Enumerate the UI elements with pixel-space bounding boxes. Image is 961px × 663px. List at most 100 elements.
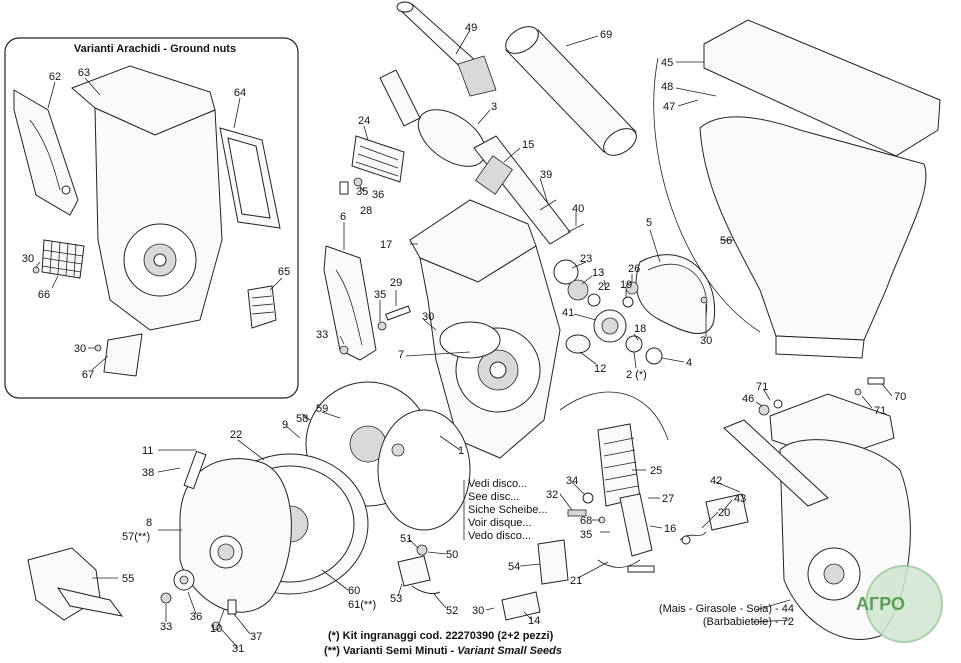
label-71-b: 71 bbox=[874, 405, 886, 417]
label-69: 69 bbox=[600, 29, 612, 41]
label-18: 18 bbox=[634, 323, 646, 335]
label-19: 19 bbox=[620, 279, 632, 291]
label-11: 11 bbox=[142, 445, 153, 457]
label-58: 58 bbox=[296, 413, 308, 425]
label-49: 49 bbox=[465, 22, 477, 34]
label-15: 15 bbox=[522, 139, 534, 151]
label-5: 5 bbox=[646, 217, 652, 229]
label-29: 29 bbox=[390, 277, 402, 289]
label-23: 23 bbox=[580, 253, 592, 265]
watermark-text: АГРО bbox=[856, 594, 905, 614]
label-27: 27 bbox=[662, 493, 674, 505]
plate-part-24 bbox=[351, 135, 405, 183]
label-16: 16 bbox=[664, 523, 676, 535]
variant-line-72: (Barbabietole) - 72 bbox=[702, 616, 794, 628]
drive-shaft-part-3 bbox=[379, 69, 571, 245]
label-30-a: 30 bbox=[422, 311, 434, 323]
label-24: 24 bbox=[358, 115, 370, 127]
label-47: 47 bbox=[663, 101, 675, 113]
bracket-part-42-43-20 bbox=[679, 493, 749, 545]
label-35-a: 35 bbox=[356, 186, 368, 198]
label-36-b: 36 bbox=[190, 611, 202, 623]
callout-numbers: 49 69 45 48 47 3 15 24 35 36 28 39 40 17… bbox=[122, 22, 906, 655]
label-71-a: 71 bbox=[756, 381, 768, 393]
label-33-b: 33 bbox=[160, 621, 172, 633]
label-30-b: 30 bbox=[700, 335, 712, 347]
gear-set bbox=[553, 259, 708, 365]
see-disc-line-it: Vedi disco... bbox=[468, 478, 528, 490]
inset-label-66: 66 bbox=[38, 289, 50, 301]
label-35-c: 35 bbox=[580, 529, 592, 541]
bolt-36-35-28 bbox=[339, 177, 363, 195]
label-20: 20 bbox=[718, 507, 730, 519]
label-6: 6 bbox=[340, 211, 346, 223]
tube-part-69 bbox=[505, 26, 637, 156]
label-32: 32 bbox=[546, 489, 558, 501]
inset-grid-66 bbox=[32, 239, 85, 279]
label-57: 57(**) bbox=[122, 531, 150, 543]
small-parts-33-36-10-37-31 bbox=[160, 569, 237, 631]
label-50: 50 bbox=[446, 549, 458, 561]
label-31: 31 bbox=[232, 643, 244, 655]
label-42: 42 bbox=[710, 475, 722, 487]
hopper-lid-part-45 bbox=[703, 19, 941, 157]
pins-39-40 bbox=[539, 199, 585, 233]
plate-part-6 bbox=[323, 245, 377, 361]
label-53: 53 bbox=[390, 593, 402, 605]
label-7: 7 bbox=[398, 349, 404, 361]
label-54: 54 bbox=[508, 561, 520, 573]
label-48: 48 bbox=[661, 81, 673, 93]
label-8: 8 bbox=[146, 517, 152, 529]
label-40: 40 bbox=[572, 203, 584, 215]
plate-part-25 bbox=[597, 423, 641, 507]
label-14: 14 bbox=[528, 615, 540, 627]
label-4: 4 bbox=[686, 357, 692, 369]
inset-label-30-b: 30 bbox=[74, 343, 86, 355]
inset-label-64: 64 bbox=[234, 87, 246, 99]
label-22: 22 bbox=[230, 429, 242, 441]
footnote-kit: (*) Kit ingranaggi cod. 22270390 (2+2 pe… bbox=[328, 630, 554, 642]
inset-title: Varianti Arachidi - Ground nuts bbox=[74, 43, 236, 55]
label-2: 2 (*) bbox=[626, 369, 647, 381]
label-35-b: 35 bbox=[374, 289, 386, 301]
disc-part-22-right bbox=[377, 409, 471, 531]
label-46: 46 bbox=[742, 393, 754, 405]
agro-watermark-logo: АГРО bbox=[856, 565, 943, 643]
label-68: 68 bbox=[580, 515, 592, 527]
label-28: 28 bbox=[360, 205, 372, 217]
inset-label-63: 63 bbox=[78, 67, 90, 79]
label-38: 38 bbox=[142, 467, 154, 479]
clip-parts-51-50-53-52 bbox=[397, 544, 441, 595]
inset-label-62: 62 bbox=[49, 71, 61, 83]
hopper-body-part-56 bbox=[699, 116, 927, 359]
label-3: 3 bbox=[491, 101, 497, 113]
label-52: 52 bbox=[446, 605, 458, 617]
footnote-small-seeds-prefix: (**) Varianti Semi Minuti - bbox=[324, 645, 455, 657]
label-10: 10 bbox=[210, 623, 222, 635]
inset-plate-62 bbox=[13, 89, 79, 216]
label-45: 45 bbox=[661, 57, 673, 69]
inset-housing-63 bbox=[71, 65, 223, 331]
label-60: 60 bbox=[348, 585, 360, 597]
lever-part-16 bbox=[597, 493, 655, 573]
label-56: 56 bbox=[720, 235, 732, 247]
label-55: 55 bbox=[122, 573, 134, 585]
spring-parts-34-32-68 bbox=[567, 492, 606, 524]
label-59: 59 bbox=[316, 403, 328, 415]
inset-label-30-a: 30 bbox=[22, 253, 34, 265]
label-9: 9 bbox=[282, 419, 288, 431]
label-70: 70 bbox=[894, 391, 906, 403]
label-13: 13 bbox=[592, 267, 604, 279]
footnote-small-seeds: (**) Varianti Semi Minuti - Variant Smal… bbox=[324, 645, 562, 658]
label-30-c: 30 bbox=[472, 605, 484, 617]
bolts-71-46-70 bbox=[758, 377, 885, 416]
label-21: 21 bbox=[570, 575, 582, 587]
label-51: 51 bbox=[400, 533, 412, 545]
label-39: 39 bbox=[540, 169, 552, 181]
label-37: 37 bbox=[250, 631, 262, 643]
inset-scraper-67 bbox=[94, 333, 143, 377]
label-61: 61(**) bbox=[348, 599, 376, 611]
label-12: 12 bbox=[594, 363, 606, 375]
label-1: 1 bbox=[458, 445, 464, 457]
